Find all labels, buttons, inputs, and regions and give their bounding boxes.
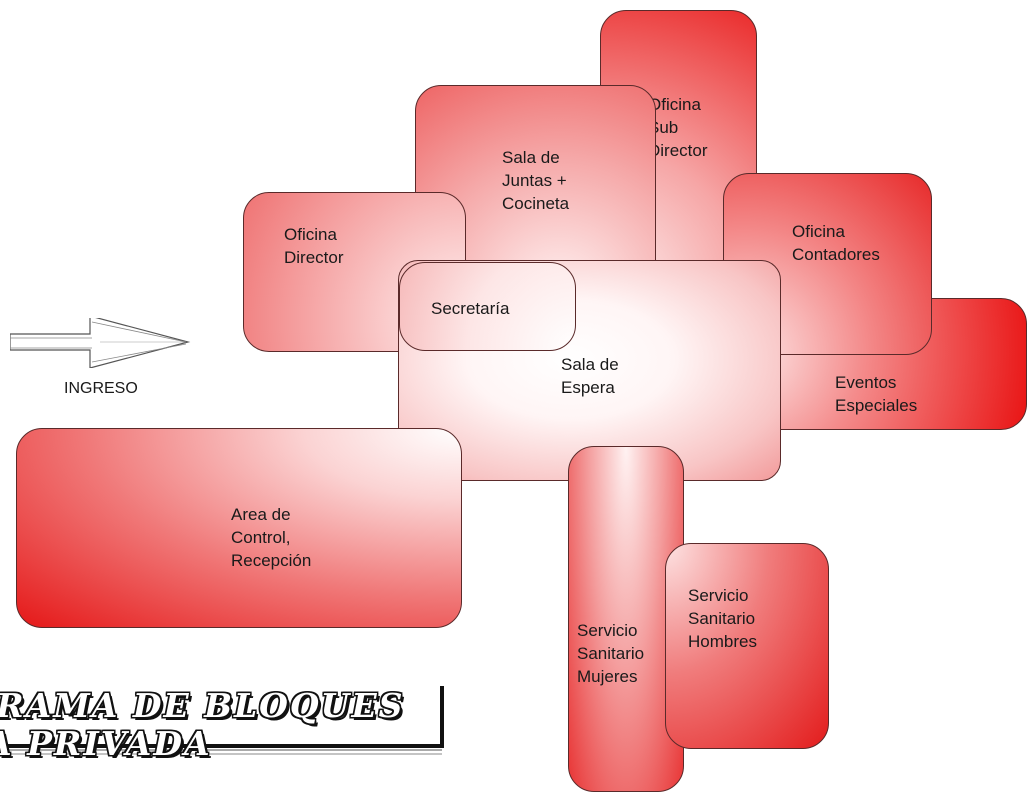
block-label: Secretaría	[431, 299, 510, 318]
entrance-arrow-icon	[10, 318, 191, 368]
block-label: Sala de Espera	[561, 355, 619, 397]
block-label: Sala de Juntas + Cocineta	[502, 148, 570, 213]
title-block: GRAMA DE BLOQUES A PRIVADA	[0, 686, 450, 768]
block-servicio-hombres: Servicio Sanitario Hombres	[665, 543, 829, 749]
block-label: Area de Control, Recepción	[231, 505, 312, 570]
block-label: Oficina Sub Director	[648, 95, 708, 160]
block-area-control: Area de Control, Recepción	[16, 428, 462, 628]
block-label: Oficina Director	[284, 225, 344, 267]
block-secretaria: Secretaría	[399, 262, 576, 351]
block-label: Servicio Sanitario Hombres	[688, 586, 757, 651]
block-label: Servicio Sanitario Mujeres	[577, 621, 645, 686]
block-label: Eventos Especiales	[835, 373, 918, 415]
diagram-title-line-2: A PRIVADA	[0, 724, 212, 763]
entrance-label: INGRESO	[64, 380, 138, 397]
title-frame	[0, 686, 444, 755]
block-label: Oficina Contadores	[792, 222, 880, 264]
diagram-title-line-1: GRAMA DE BLOQUES	[0, 686, 405, 725]
block-servicio-mujeres: Servicio Sanitario Mujeres	[568, 446, 684, 792]
